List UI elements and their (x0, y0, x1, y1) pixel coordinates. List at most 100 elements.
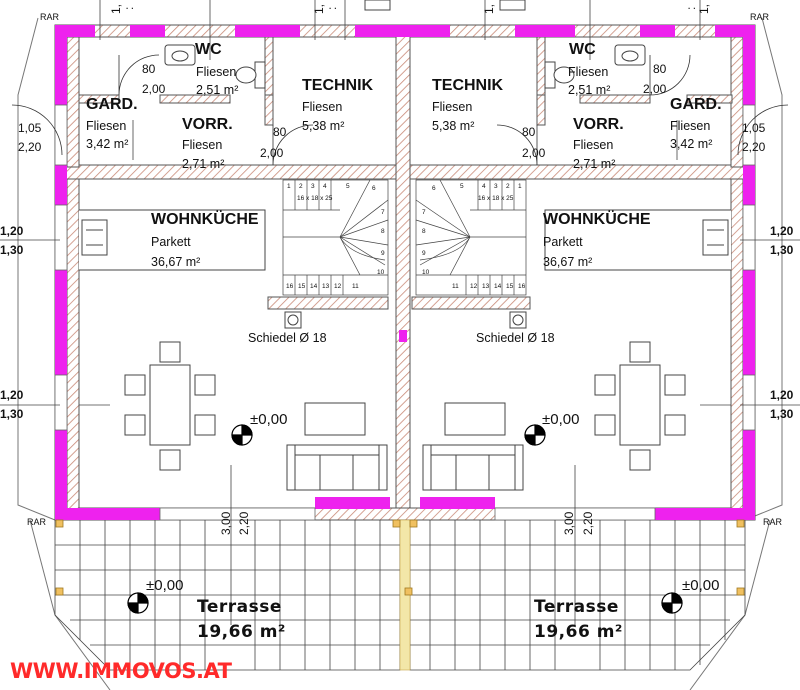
rar-label-bottom-left: RAR (27, 517, 47, 527)
gard-left-window-height: 2,20 (18, 140, 42, 154)
terrace-posts (55, 519, 745, 596)
vorr-right-label: VORR. (573, 116, 624, 133)
upper-right-window-width: 1,20 (770, 224, 794, 238)
terrace-right-door-height: 2,20 (581, 511, 595, 535)
gard-left-area: 3,42 m² (86, 137, 129, 151)
stair-left-step: 1 (287, 183, 291, 190)
stair-left-step: 12 (334, 283, 342, 290)
wc-left-door-height: 2,00 (142, 82, 166, 96)
stairs (282, 179, 527, 296)
top-cut-dimension: 1, (109, 3, 123, 14)
exterior-walls (54, 24, 756, 521)
terrace-left-area: 19,66 m² (197, 622, 286, 642)
wc-left-label: WC (195, 41, 222, 58)
schiedel-right-label: Schiedel Ø 18 (476, 331, 555, 345)
stair-right-step: 8 (422, 228, 426, 235)
top-cut-dimension: : (325, 6, 339, 10)
elevation-left: ±0,00 (250, 411, 288, 428)
terrace-left-door-width: 3,00 (219, 511, 233, 535)
vorr-right-door-width: 80 (522, 125, 536, 139)
vorr-left-label: VORR. (182, 116, 233, 133)
lower-left-window-width: 1,20 (0, 388, 24, 402)
terrace-grid (54, 520, 746, 671)
vorr-left-floor: Fliesen (182, 138, 223, 152)
stair-right-step: 6 (432, 185, 436, 192)
vorr-left-area: 2,71 m² (182, 157, 225, 171)
schiedel-left-label: Schiedel Ø 18 (248, 331, 327, 345)
gard-left-floor: Fliesen (86, 119, 127, 133)
stair-left-step: 14 (310, 283, 318, 290)
wc-fixtures (164, 0, 646, 89)
wc-left-floor: Fliesen (196, 65, 237, 79)
stair-left-step: 8 (381, 228, 385, 235)
gard-left-window-width: 1,05 (18, 121, 42, 135)
stair-right-step: 12 (470, 283, 478, 290)
top-cut-dimension: : (122, 6, 136, 10)
wohnkueche-left-area: 36,67 m² (151, 255, 201, 269)
gard-right-window-width: 1,05 (742, 121, 766, 135)
terrace-left-door-height: 2,20 (237, 511, 251, 535)
technik-right-floor: Fliesen (432, 100, 473, 114)
terrace-left-label: Terrasse (197, 597, 282, 617)
stair-left-step: 10 (377, 269, 385, 276)
terrace-right-elevation: ±0,00 (682, 577, 720, 594)
stair-left-step: 4 (323, 183, 327, 190)
stair-left-step: 2 (299, 183, 303, 190)
stair-right-step: 5 (460, 183, 464, 190)
technik-left-area: 5,38 m² (302, 119, 345, 133)
watermark[interactable]: WWW.IMMOVOS.AT (10, 659, 232, 683)
technik-left-floor: Fliesen (302, 100, 343, 114)
stair-right-step: 4 (482, 183, 486, 190)
top-cut-dimension: : (684, 6, 698, 10)
gard-left-label: GARD. (86, 96, 138, 113)
wohnkueche-right-area: 36,67 m² (543, 255, 593, 269)
stair-left-step: 3 (311, 183, 315, 190)
stair-right-step: 11 (452, 283, 459, 290)
rar-label-bottom-right: RAR (763, 517, 783, 527)
upper-left-window-height: 1,30 (0, 243, 24, 257)
wohnkueche-left-label: WOHNKÜCHE (151, 211, 259, 228)
stair-right-step: 14 (494, 283, 502, 290)
gard-right-label: GARD. (670, 96, 722, 113)
stair-left-spec: 16 x 18 x 25 (297, 195, 333, 202)
wc-right-label: WC (569, 41, 596, 58)
stair-right-step: 16 (518, 283, 526, 290)
stair-right-step: 1 (518, 183, 522, 190)
magenta-wall-marks (55, 25, 755, 520)
vorr-right-floor: Fliesen (573, 138, 614, 152)
gard-right-window-height: 2,20 (742, 140, 766, 154)
stair-right-step: 10 (422, 269, 430, 276)
wc-left-area: 2,51 m² (196, 83, 239, 97)
upper-right-window-height: 1,30 (770, 243, 794, 257)
wc-right-area: 2,51 m² (568, 83, 611, 97)
elevation-right: ±0,00 (542, 411, 580, 428)
top-cut-dimension: 1, (482, 3, 496, 14)
sofas (286, 402, 524, 491)
wc-right-door-height: 2,00 (643, 82, 667, 96)
wc-right-door-width: 80 (653, 62, 667, 76)
kitchen-counters (79, 209, 731, 271)
stair-left-step: 16 (286, 283, 294, 290)
vorr-left-door-height: 2,00 (260, 146, 284, 160)
top-cut-dimension: 1, (312, 3, 326, 14)
technik-left-label: TECHNIK (302, 77, 374, 94)
level-markers (127, 424, 683, 614)
top-cut-dimension: 1, (697, 3, 711, 14)
terrace-left-elevation: ±0,00 (146, 577, 184, 594)
vorr-left-door-width: 80 (273, 125, 287, 139)
stair-left-step: 5 (346, 183, 350, 190)
terrace-right-label: Terrasse (534, 597, 619, 617)
gard-right-floor: Fliesen (670, 119, 711, 133)
stair-right-step: 13 (482, 283, 490, 290)
stair-left-step: 11 (352, 283, 359, 290)
rar-label-top-right: RAR (750, 12, 770, 22)
stair-right-step: 7 (422, 209, 426, 216)
wohnkueche-right-floor: Parkett (543, 235, 583, 249)
rar-label-top-left: RAR (40, 12, 60, 22)
terrace-right-door-width: 3,00 (562, 511, 576, 535)
lower-right-window-height: 1,30 (770, 407, 794, 421)
stair-left-step: 13 (322, 283, 330, 290)
stair-left-step: 6 (372, 185, 376, 192)
upper-left-window-width: 1,20 (0, 224, 24, 238)
